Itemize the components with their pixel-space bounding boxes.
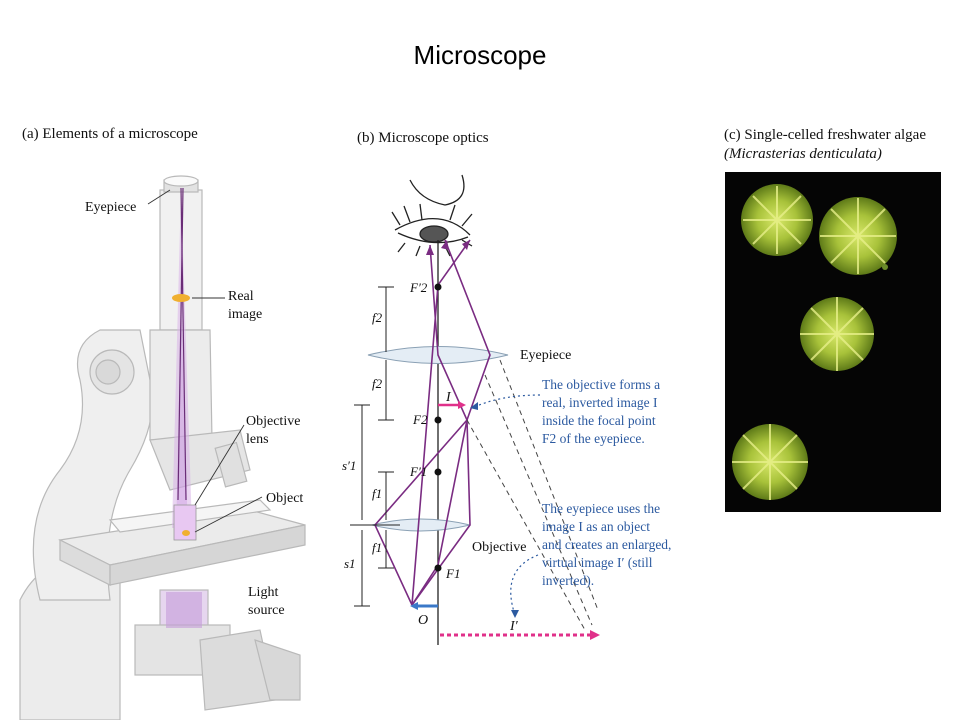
label-I: I [445,390,452,405]
panel-c-title: (c) Single-celled freshwater algae (Micr… [724,126,926,164]
objective-note-line2: real, inverted image I [542,395,658,410]
label-F1: F1 [445,566,460,581]
label-s1: s1 [344,556,356,571]
label-source: source [248,603,285,618]
label-f1-top: f1 [372,486,382,501]
algae-photo [725,172,941,512]
label-lens: lens [246,432,269,447]
label-f2-top: f2 [372,310,383,325]
light-cone [172,190,192,528]
label-F1-prime: F′1 [409,464,427,479]
eyepiece-top [163,175,199,187]
label-O: O [418,613,428,628]
algae-cell-1 [741,184,813,256]
objective-note-line1: The objective forms a [542,377,660,392]
eye-drawing [391,174,473,257]
eyepiece-note-line3: and creates an enlarged, [542,537,671,552]
label-F2-prime: F′2 [409,280,428,295]
panel-a-title: (a) Elements of a microscope [22,126,198,142]
algae-cell-3 [800,297,874,371]
panel-c-title-line1: (c) Single-celled freshwater algae [724,127,926,143]
label-objective-b: Objective [472,540,526,555]
label-image: image [228,307,262,322]
eyepiece-note-line1: The eyepiece uses the [542,501,660,516]
focal-points [434,283,442,572]
label-object: Object [266,491,303,506]
eyepiece-note-line4: virtual image I′ (still [542,555,653,570]
objective-lens [173,504,197,541]
light-beam [166,592,202,628]
panel-b-title: (b) Microscope optics [357,130,489,146]
algae-cell-4 [732,424,808,500]
object-blob [182,530,190,536]
dimension-lines [350,286,400,607]
label-f1-bottom: f1 [372,540,382,555]
microscope-arm [32,329,154,601]
label-eyepiece: Eyepiece [85,200,136,215]
label-real: Real [228,289,254,304]
slide-title: Microscope [413,40,547,70]
real-image-blob [172,294,190,302]
panel-c-title-line2: (Micrasterias denticulata) [724,146,882,162]
algae-cell-2 [819,197,897,275]
label-F2: F2 [412,412,428,427]
objective-note-line4: F2 of the eyepiece. [542,431,645,446]
eyepiece-note-line2: image I as an object [542,519,650,534]
label-s1-prime: s′1 [342,458,356,473]
label-I-prime: I′ [509,619,519,634]
label-f2-bottom: f2 [372,376,383,391]
label-light: Light [248,585,278,600]
eyepiece-note-line5: inverted). [542,573,594,588]
label-objective: Objective [246,414,300,429]
objective-note-line3: inside the focal point [542,413,656,428]
label-eyepiece-b: Eyepiece [520,348,571,363]
